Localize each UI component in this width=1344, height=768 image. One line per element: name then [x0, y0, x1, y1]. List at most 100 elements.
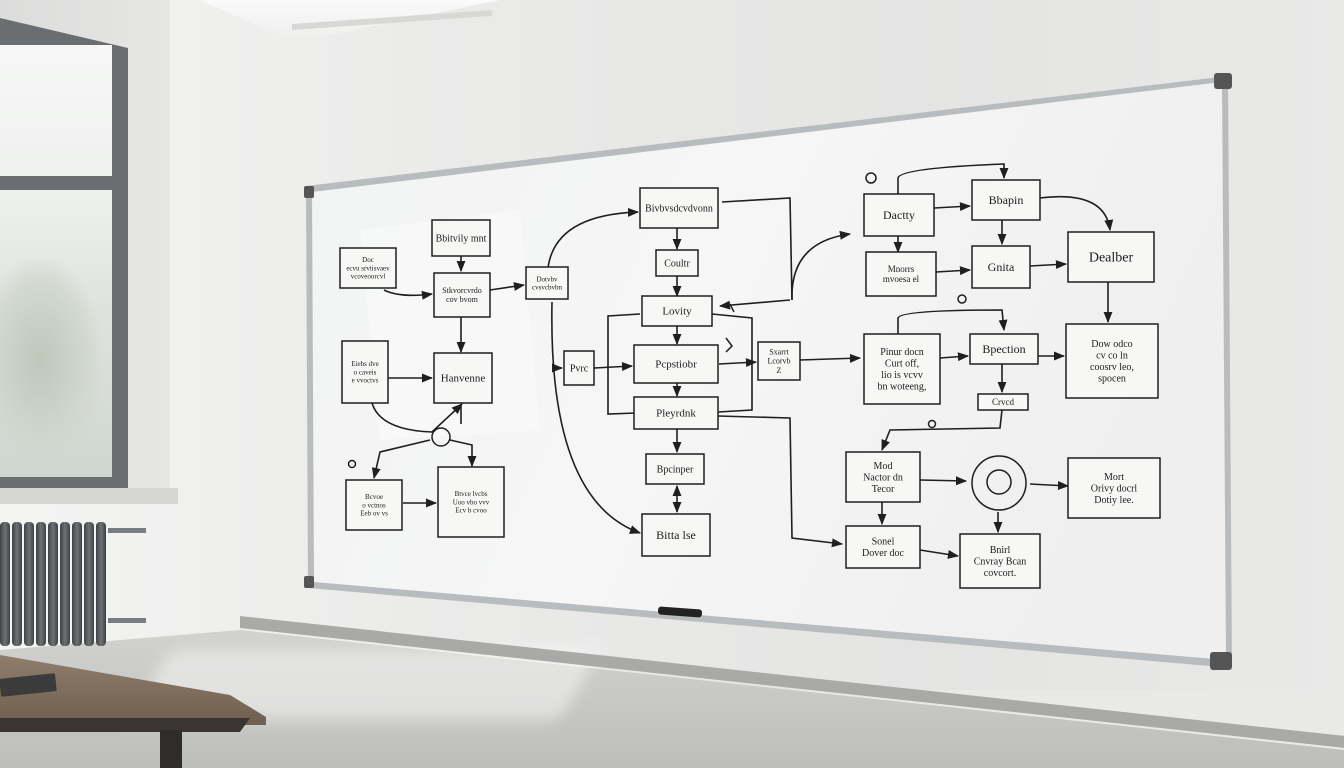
frame-corner-cap — [304, 186, 314, 198]
node-label: Bpection — [982, 342, 1025, 356]
connector — [371, 439, 431, 480]
flowchart-node-n13: Hanvenne — [433, 352, 493, 404]
node-label: Z — [777, 366, 782, 375]
node-label: Pleyrdnk — [656, 408, 696, 420]
node-label: Doc — [362, 256, 374, 264]
connector — [489, 282, 526, 291]
node-label: Pvrc — [570, 363, 589, 374]
radiator-fin — [36, 522, 46, 646]
radiator-fin — [96, 522, 106, 646]
frame-corner-cap — [1214, 73, 1232, 89]
flowchart-node-n21: Gnita — [971, 245, 1031, 289]
flowchart-node-n6: Coultr — [655, 249, 699, 277]
flowchart-node-n18: Dactty — [863, 193, 935, 237]
circle-glyph — [957, 294, 967, 304]
connector — [939, 352, 970, 362]
flowchart-node-n9: Pcpstiobr — [633, 344, 719, 384]
connector — [383, 289, 434, 300]
connector — [717, 415, 844, 548]
node-label: Stkvorcvrdo — [442, 286, 482, 295]
connector — [897, 309, 1008, 334]
connector — [1039, 195, 1114, 232]
connector — [919, 549, 960, 559]
node-label: Bnirl — [990, 545, 1011, 556]
node-label: cv co ln — [1096, 351, 1128, 362]
node-label: Bpcinper — [657, 464, 694, 475]
connector — [718, 358, 758, 368]
flowchart-node-n26: Crvcd — [977, 393, 1029, 411]
flowchart-node-n10: Pleyrdnk — [633, 396, 719, 430]
flowchart-node-n12: Bitta lse — [641, 513, 711, 557]
node-label: Eeb ov vs — [360, 509, 388, 517]
node-label: Sxarrt — [769, 347, 789, 356]
node-label: Dotvbv — [537, 275, 559, 283]
connector — [607, 313, 641, 415]
flowchart-node-n11: Bpcinper — [645, 453, 705, 485]
node-box — [433, 352, 493, 404]
connector — [935, 266, 972, 276]
node-label: Eiebs dve — [351, 360, 378, 368]
flowchart-node-n8: Pvrc — [563, 350, 595, 386]
tick-glyph — [729, 303, 735, 313]
node-box — [1067, 457, 1161, 519]
connector — [721, 197, 793, 301]
node-label: vcoveoorcvl — [351, 272, 386, 280]
node-label: Lcorvb — [767, 357, 790, 366]
connector — [799, 353, 862, 363]
node-label: coosrv leo, — [1090, 362, 1134, 373]
node-label: Mod — [874, 461, 893, 472]
node-label: lio is vcvv — [881, 370, 923, 381]
node-label: Cnvray Bcan — [974, 556, 1027, 567]
circle-glyph — [927, 419, 937, 429]
connector — [933, 202, 972, 212]
node-box — [639, 187, 719, 229]
node-box — [341, 340, 389, 404]
node-label: o caveis — [354, 368, 377, 376]
frame-corner-cap — [304, 576, 314, 588]
node-label: bn woteeng, — [878, 382, 927, 393]
node-box — [969, 333, 1039, 365]
node-box — [863, 193, 935, 237]
node-label: Uoo vbo vvv — [453, 498, 490, 506]
node-box — [437, 466, 505, 538]
flowchart-node-n7: Lovity — [641, 295, 713, 327]
node-box — [971, 245, 1031, 289]
node-box — [345, 479, 403, 531]
tree-foliage — [0, 260, 100, 460]
radiator-pipe-top — [108, 528, 146, 533]
node-label: Ecv b cvoo — [455, 506, 487, 514]
connector — [897, 163, 1009, 194]
node-box — [959, 533, 1041, 589]
radiator-fin — [0, 522, 10, 646]
radiator-fin — [72, 522, 82, 646]
node-label: Bivbvsdcvdvonn — [645, 203, 713, 214]
connector — [1029, 480, 1070, 490]
node-label: Dactty — [883, 208, 915, 222]
marker[interactable] — [657, 606, 703, 618]
connector — [919, 476, 968, 486]
node-label: Mort — [1104, 472, 1124, 483]
radiator — [0, 522, 110, 646]
node-label: Mnorrs — [888, 264, 915, 274]
flowchart-node-n22: Dealber — [1067, 231, 1155, 283]
target-glyph-inner — [986, 469, 1012, 495]
node-box — [1065, 323, 1159, 399]
node-box — [655, 249, 699, 277]
circle-glyph — [347, 459, 357, 469]
tick-glyph — [725, 337, 733, 353]
node-box — [431, 219, 491, 257]
node-box — [1067, 231, 1155, 283]
node-label: mvoesa el — [883, 274, 920, 284]
connector — [449, 439, 477, 468]
node-label: Curt off, — [885, 359, 919, 370]
